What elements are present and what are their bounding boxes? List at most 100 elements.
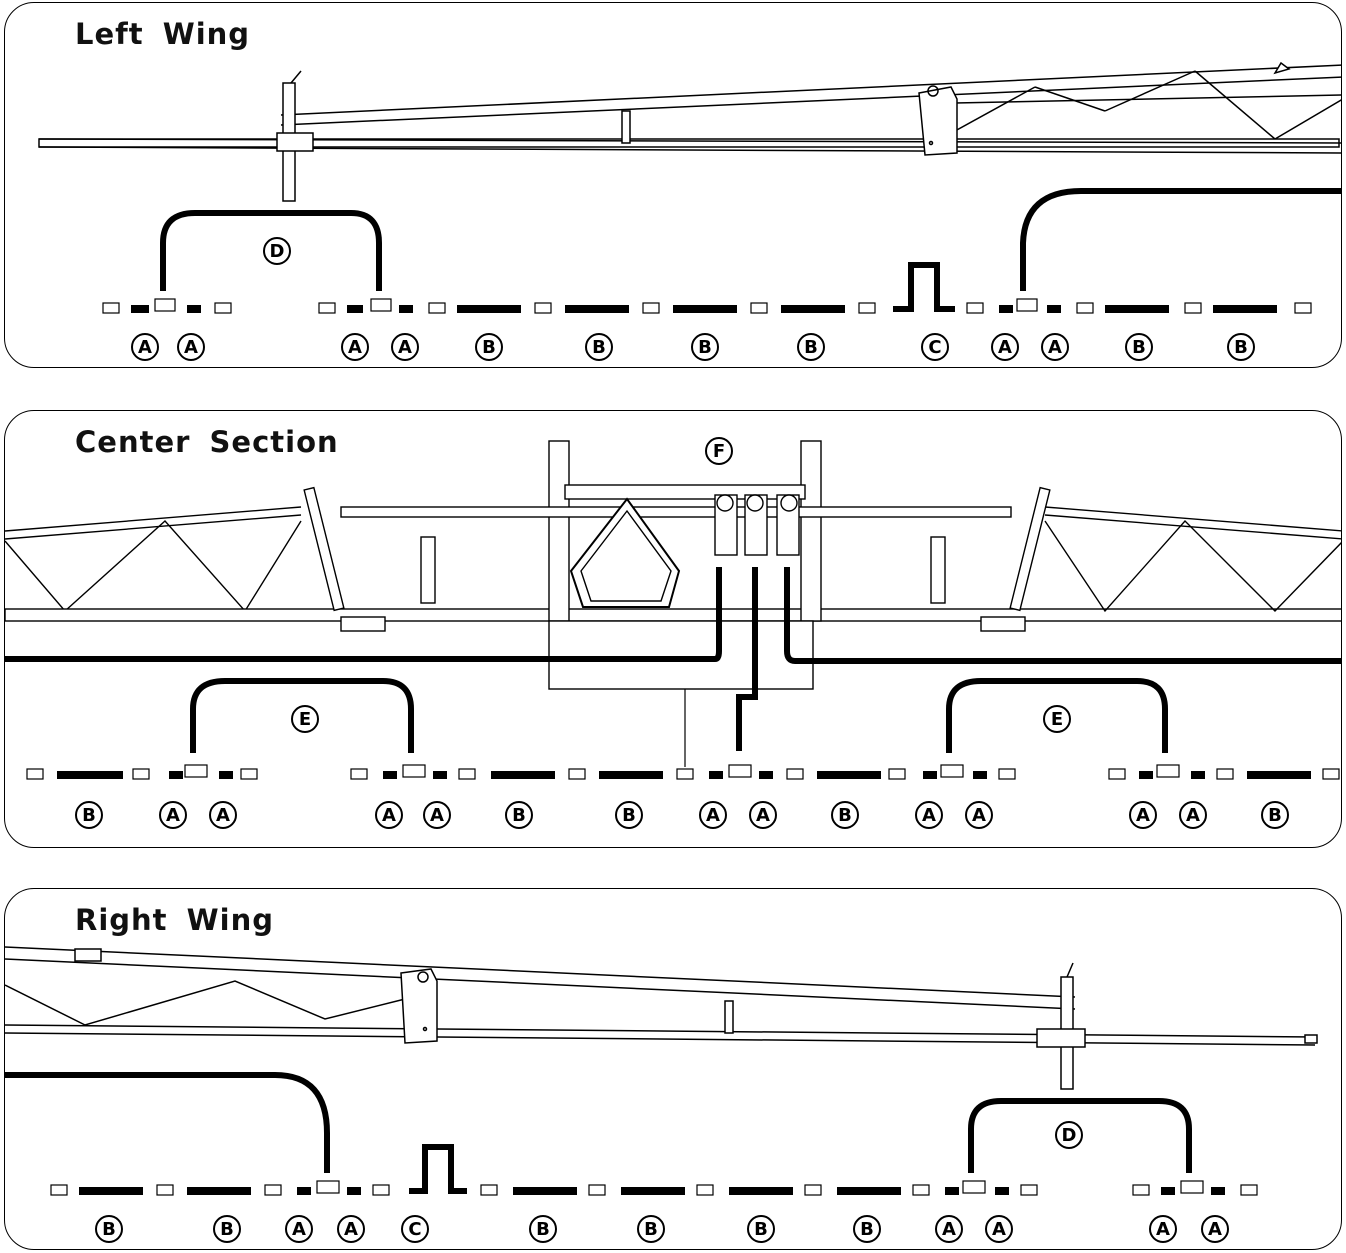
svg-text:B: B xyxy=(804,337,818,358)
svg-text:A: A xyxy=(1136,805,1150,826)
svg-text:B: B xyxy=(1268,805,1282,826)
svg-text:B: B xyxy=(1132,337,1146,358)
callout-a: A xyxy=(1201,1215,1229,1243)
callout-b: B xyxy=(831,801,859,829)
left-wing-diagram: D A A A A B B B B C A A B B xyxy=(38,61,1341,361)
svg-text:B: B xyxy=(482,337,496,358)
center-hoses xyxy=(5,567,1341,753)
panel-title-right-wing: Right Wing xyxy=(75,903,274,937)
svg-text:A: A xyxy=(292,1219,306,1240)
svg-text:A: A xyxy=(138,337,152,358)
right-boom-frame xyxy=(5,946,1318,1090)
svg-text:A: A xyxy=(382,805,396,826)
svg-text:A: A xyxy=(998,337,1012,358)
svg-text:A: A xyxy=(184,337,198,358)
svg-text:B: B xyxy=(536,1219,550,1240)
svg-text:B: B xyxy=(754,1219,768,1240)
callout-a: A xyxy=(423,801,451,829)
callout-a: A xyxy=(935,1215,963,1243)
center-nozzle-bodies xyxy=(26,764,1340,780)
right-callouts: D B B A A C B B B B A A A A xyxy=(95,1121,1229,1243)
center-hose-segments xyxy=(57,771,1311,779)
svg-text:B: B xyxy=(698,337,712,358)
callout-b: B xyxy=(585,333,613,361)
callout-a: A xyxy=(965,801,993,829)
svg-text:B: B xyxy=(860,1219,874,1240)
callout-b: B xyxy=(747,1215,775,1243)
callout-b: B xyxy=(1227,333,1255,361)
svg-text:D: D xyxy=(270,241,285,262)
callout-a: A xyxy=(391,333,419,361)
callout-a: A xyxy=(159,801,187,829)
center-frame xyxy=(5,440,1341,690)
callout-a: A xyxy=(285,1215,313,1243)
svg-text:A: A xyxy=(942,1219,956,1240)
callout-a: A xyxy=(991,333,1019,361)
svg-text:F: F xyxy=(713,441,725,462)
left-boom-frame xyxy=(38,61,1341,202)
callout-f: F xyxy=(705,437,733,465)
svg-text:E: E xyxy=(299,709,311,730)
center-callouts: F E E B A A A A B B A A B A A A A B xyxy=(75,437,1289,829)
callout-c: C xyxy=(401,1215,429,1243)
callout-a: A xyxy=(1129,801,1157,829)
callout-a: A xyxy=(209,801,237,829)
svg-text:C: C xyxy=(928,337,941,358)
svg-text:B: B xyxy=(592,337,606,358)
callout-b: B xyxy=(75,801,103,829)
svg-text:A: A xyxy=(1208,1219,1222,1240)
callout-a: A xyxy=(915,801,943,829)
svg-text:E: E xyxy=(1051,709,1063,730)
callout-c: C xyxy=(921,333,949,361)
svg-text:A: A xyxy=(398,337,412,358)
svg-text:A: A xyxy=(344,1219,358,1240)
left-callouts: D A A A A B B B B C A A B B xyxy=(131,237,1255,361)
svg-text:A: A xyxy=(430,805,444,826)
callout-d: D xyxy=(1055,1121,1083,1149)
svg-text:A: A xyxy=(706,805,720,826)
callout-e: E xyxy=(1043,705,1071,733)
callout-e: E xyxy=(291,705,319,733)
callout-b: B xyxy=(475,333,503,361)
callout-b: B xyxy=(691,333,719,361)
callout-a: A xyxy=(1149,1215,1177,1243)
right-wing-diagram: D B B A A C B B B B A A A A xyxy=(5,946,1318,1243)
svg-text:B: B xyxy=(622,805,636,826)
panel-title-center-section: Center Section xyxy=(75,425,339,459)
svg-text:A: A xyxy=(756,805,770,826)
svg-text:A: A xyxy=(1048,337,1062,358)
callout-b: B xyxy=(853,1215,881,1243)
svg-text:C: C xyxy=(408,1219,421,1240)
panel-title-left-wing: Left Wing xyxy=(75,17,251,51)
callout-b: B xyxy=(1125,333,1153,361)
callout-d: D xyxy=(263,237,291,265)
svg-text:B: B xyxy=(220,1219,234,1240)
right-hose-segments xyxy=(79,1187,1225,1195)
svg-text:A: A xyxy=(992,1219,1006,1240)
center-section-diagram: F E E B A A A A B B A A B A A A A B xyxy=(5,437,1341,829)
right-hoses xyxy=(5,1072,1192,1194)
callout-a: A xyxy=(749,801,777,829)
callout-a: A xyxy=(985,1215,1013,1243)
left-nozzle-bodies xyxy=(102,298,1312,314)
svg-text:B: B xyxy=(102,1219,116,1240)
svg-text:D: D xyxy=(1062,1125,1077,1146)
callout-a: A xyxy=(1041,333,1069,361)
right-wing-panel: Right Wing xyxy=(4,888,1342,1250)
callout-b: B xyxy=(1261,801,1289,829)
callout-a: A xyxy=(699,801,727,829)
callout-b: B xyxy=(615,801,643,829)
left-wing-panel: Left Wing xyxy=(4,2,1342,368)
right-nozzle-bodies xyxy=(50,1180,1258,1196)
svg-text:B: B xyxy=(1234,337,1248,358)
svg-text:A: A xyxy=(1156,1219,1170,1240)
svg-text:A: A xyxy=(216,805,230,826)
center-section-panel: Center Section xyxy=(4,410,1342,848)
svg-text:B: B xyxy=(512,805,526,826)
left-hoses xyxy=(160,188,1341,312)
svg-text:A: A xyxy=(348,337,362,358)
callout-b: B xyxy=(797,333,825,361)
callout-a: A xyxy=(1179,801,1207,829)
callout-a: A xyxy=(131,333,159,361)
left-hose-segments xyxy=(131,305,1277,313)
